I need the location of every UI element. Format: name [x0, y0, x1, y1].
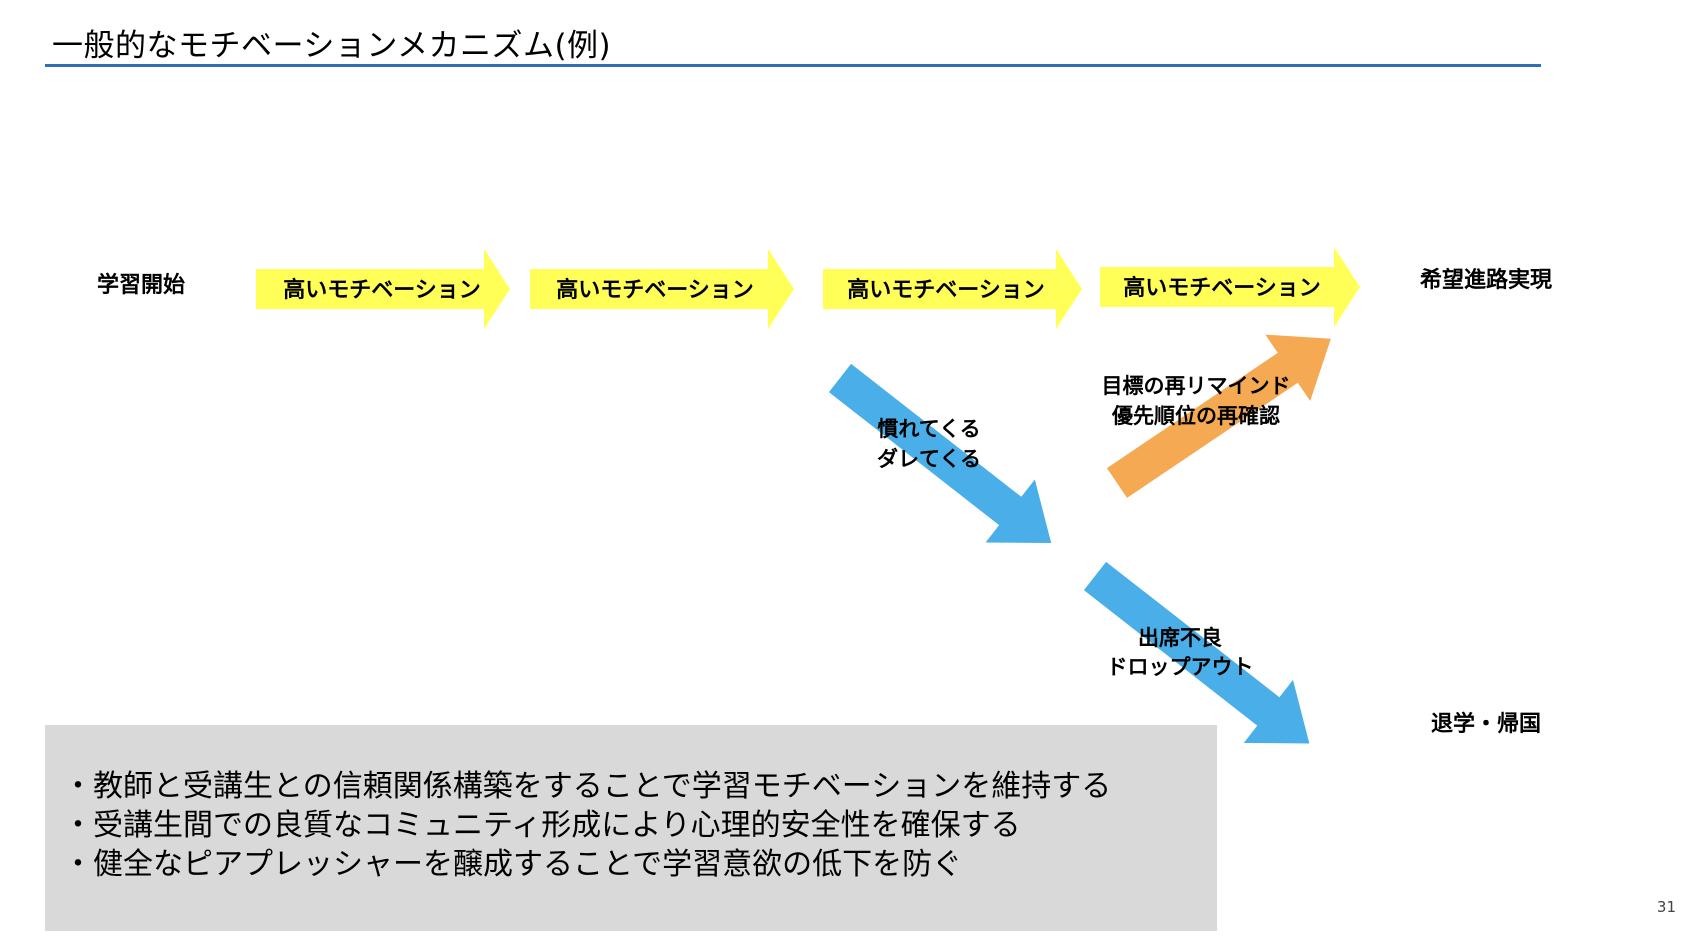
- stage-label-3: 高いモチベーション: [847, 277, 1045, 303]
- end-label: 退学・帰国: [1431, 711, 1541, 737]
- stage-label-4: 高いモチベーション: [1123, 275, 1321, 301]
- summary-bullet: ・受講生間での良質なコミュニティ形成により心理的安全性を確保する: [63, 808, 1021, 843]
- stage-arrow-1: [256, 249, 510, 329]
- stage-label-1: 高いモチベーション: [283, 277, 481, 303]
- stage-arrow-4: [1100, 247, 1360, 327]
- stage-arrow-2: [530, 249, 794, 329]
- decline-arrow: [828, 363, 1052, 543]
- recovery-label-line1: 目標の再リマインド: [1102, 374, 1291, 398]
- title-underline: [45, 64, 1541, 67]
- summary-bullet: ・健全なピアプレッシャーを醸成することで学習意欲の低下を防ぐ: [63, 847, 963, 882]
- summary-bullet: ・教師と受講生との信頼関係構築をすることで学習モチベーションを維持する: [63, 769, 1112, 804]
- goal-label: 希望進路実現: [1420, 267, 1552, 293]
- stage-arrow-3: [823, 249, 1082, 329]
- decline-label-line2: ダレてくる: [877, 447, 981, 471]
- dropout-label-line2: ドロップアウト: [1107, 655, 1254, 679]
- decline-label-line1: 慣れてくる: [876, 417, 980, 441]
- recovery-label-line2: 優先順位の再確認: [1111, 404, 1280, 428]
- dropout-arrow: [1083, 561, 1310, 744]
- summary-box: ・教師と受講生との信頼関係構築をすることで学習モチベーションを維持する ・受講生…: [45, 725, 1217, 931]
- stage-label-2: 高いモチベーション: [556, 277, 754, 303]
- start-label: 学習開始: [97, 272, 185, 298]
- dropout-label-line1: 出席不良: [1138, 626, 1222, 650]
- page-number: 31: [1656, 898, 1676, 916]
- recovery-arrow: [1106, 334, 1331, 498]
- slide-title: 一般的なモチベーションメカニズム(例): [52, 28, 612, 64]
